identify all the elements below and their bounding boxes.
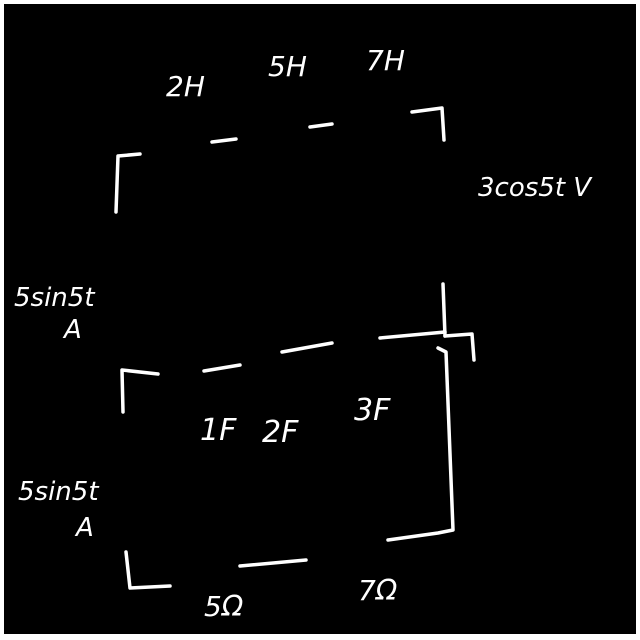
- wire-top-left-corner: [114, 152, 142, 214]
- label-capacitor-3f: 3F: [354, 393, 391, 428]
- wire-right-stub: [443, 332, 476, 362]
- wire-lower-right: [386, 346, 455, 542]
- blackboard: [4, 4, 636, 634]
- label-capacitor-2f: 2F: [262, 415, 299, 450]
- label-resistor-7: 7Ω: [358, 574, 398, 607]
- wire-top-right-corner: [410, 106, 446, 142]
- label-inductor-5h: 5H: [268, 50, 307, 83]
- inductor-5h-wire: [308, 122, 334, 129]
- wire-right-vertical: [441, 282, 447, 338]
- inductor-2h-wire: [210, 137, 238, 144]
- capacitor-3f-wire: [378, 330, 447, 340]
- label-current-source-1-unit: A: [62, 315, 82, 345]
- wire-bottom-left-corner: [124, 550, 172, 590]
- label-voltage-source: 3cos5t V: [478, 173, 593, 203]
- label-resistor-5: 5Ω: [204, 590, 244, 623]
- label-current-source-2-unit: A: [74, 513, 94, 543]
- resistor-5-wire: [238, 558, 308, 568]
- label-capacitor-1f: 1F: [200, 413, 237, 448]
- capacitor-1f-wire: [202, 363, 242, 373]
- label-inductor-2h: 2H: [166, 70, 205, 103]
- label-inductor-7h: 7H: [366, 44, 405, 77]
- label-current-source-2: 5sin5t: [18, 477, 99, 507]
- capacitor-2f-wire: [280, 341, 334, 354]
- label-current-source-1: 5sin5t: [14, 283, 95, 313]
- wire-middle-left-corner: [120, 368, 160, 414]
